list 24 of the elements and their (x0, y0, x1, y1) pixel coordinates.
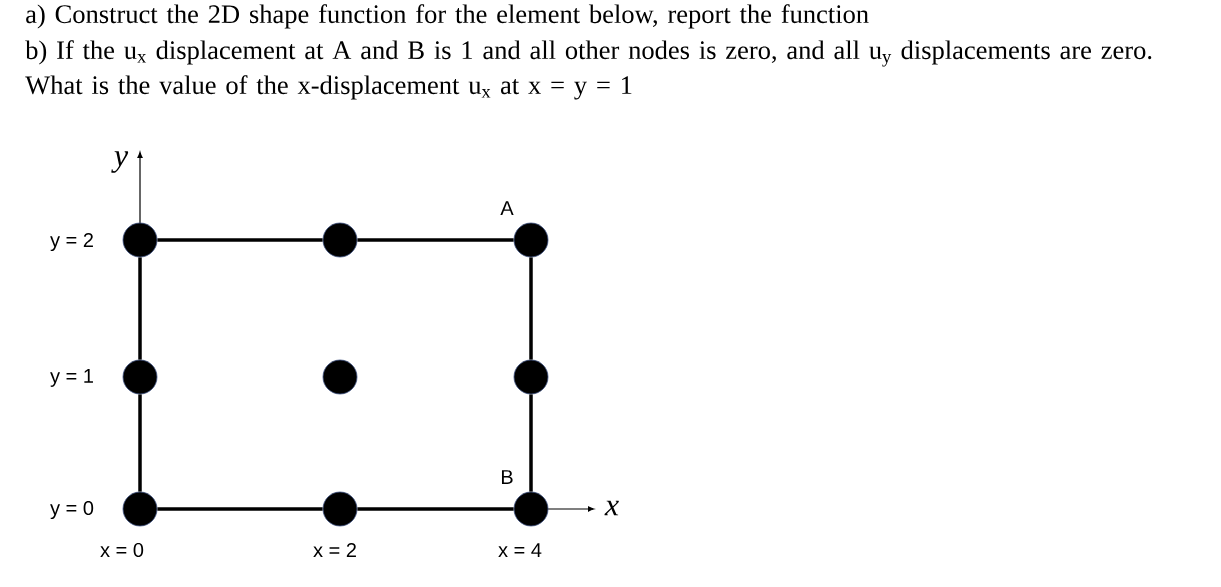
question-text: b) If the u$_{x}$ displacement at A and B is 1 and all other nodes is zero, and all u$_{y}$ displacements are zero. What is the value of the x-displacement u$_{x}$ at x = y = 1 (25, 40, 1152, 100)
element-edge (357, 238, 514, 242)
coordinate-label: x = 0 (100, 542, 144, 558)
question-text: a) Construct the 2D shape function for the element below, report the function (26, 4, 869, 29)
node-label: A (500, 201, 514, 215)
node-label: B (502, 470, 513, 484)
axis-label: x (604, 500, 619, 516)
axis-label: y (111, 151, 129, 173)
element-edge (357, 507, 514, 511)
element-edge (138, 257, 142, 360)
node-dot (322, 491, 358, 527)
node-dot (322, 359, 358, 395)
node-dot (513, 491, 549, 527)
element-edge (138, 394, 142, 492)
node-dot (322, 222, 358, 258)
node-dot (122, 222, 158, 258)
node-dot (122, 491, 158, 527)
node-dot (513, 359, 549, 395)
node-dot (122, 359, 158, 395)
element-edge (157, 507, 323, 511)
element-edge (529, 257, 533, 360)
element-edge (157, 238, 323, 242)
node-dot (513, 222, 549, 258)
element-edge (529, 394, 533, 492)
